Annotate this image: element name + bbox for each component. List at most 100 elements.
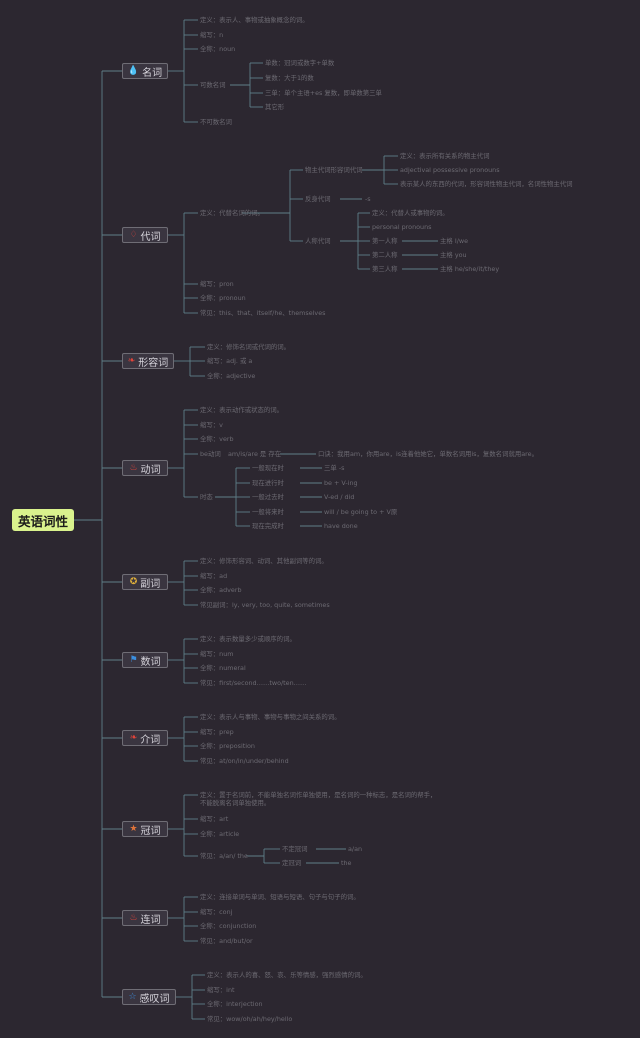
leaf-text: 可数名词 <box>200 81 226 89</box>
leaf-text: 全称：adverb <box>200 586 242 594</box>
leaf-text: 定义：表示人与事物、事物与事物之间关系的词。 <box>200 713 341 721</box>
leaf-text: 主格 I/we <box>440 237 469 245</box>
leaf-text: -s <box>365 195 371 203</box>
category-numeral[interactable]: ⚑ 数词 <box>122 652 168 668</box>
tree-icon: ❧ <box>127 355 136 366</box>
leaf-text: 其它形 <box>265 103 285 111</box>
leaf-text: be动词 <box>200 450 221 458</box>
category-verb[interactable]: ♨ 动词 <box>122 460 168 476</box>
leaf-text: 缩写：pron <box>200 280 234 288</box>
leaf-text: 物主代词形容词代词 <box>305 166 363 174</box>
leaf-text: 不可数名词 <box>200 118 232 126</box>
leaf-text: 定义：修饰名词或代词的词。 <box>207 343 291 351</box>
leaf-text: am/is/are 是 存在 <box>228 450 282 458</box>
leaf-text: 定义：代替名词的词。 <box>200 209 264 217</box>
leaf-text: a/an <box>348 845 363 853</box>
leaf-text: 常见：a/an/ the <box>200 852 248 860</box>
category-adjective[interactable]: ❧ 形容词 <box>122 353 174 369</box>
leaf-text: 全称：article <box>200 830 240 838</box>
leaf-text: have done <box>324 522 358 530</box>
leaf-text: 表示某人的东西的代词，形容词性物主代词，名词性物主代词 <box>400 180 573 188</box>
leaf-text: 缩写：art <box>200 815 229 823</box>
leaf-text: 定义：置于名词前，不能单独名词作单独使用，是名词的一种标志，是名词的帮手，不能脱… <box>200 791 437 807</box>
leaf-text: personal pronouns <box>372 223 432 231</box>
flag-icon: ⚑ <box>129 654 138 665</box>
leaf-text: 常见：this、that、itself/he、themselves <box>200 309 326 317</box>
leaf-text: 全称：numeral <box>200 664 246 672</box>
category-label: 动词 <box>140 464 161 476</box>
leaf-text: 常见副词：ly, very, too, quite, sometimes <box>200 601 330 609</box>
leaf-text: the <box>341 859 352 867</box>
leaf-text: 三单：单个主语+es 复数，即单数第三单 <box>265 89 382 97</box>
leaf-text: 第三人称 <box>372 265 398 273</box>
root-node[interactable]: 英语词性 <box>12 509 74 531</box>
leaf-text: 定义：表示动作或状态的词。 <box>200 406 284 414</box>
category-preposition[interactable]: ❧ 介词 <box>122 730 168 746</box>
leaf-text: 定义：表示人、事物或抽象概念的词。 <box>200 16 309 24</box>
category-interjection[interactable]: ☆ 感叹词 <box>122 989 176 1005</box>
leaf-text: 定义：连接单词与单词、短语与短语、句子与句子的词。 <box>200 893 360 901</box>
leaf-text: 缩写：adj. 或 a <box>207 357 253 365</box>
leaf-text: 定冠词 <box>282 859 302 867</box>
leaf-text: 一般现在时 <box>252 464 284 472</box>
leaf-text: 主格 you <box>440 251 467 259</box>
category-conjunction[interactable]: ♨ 连词 <box>122 910 168 926</box>
leaf-text: 第二人称 <box>372 251 398 259</box>
category-label: 名词 <box>142 67 163 79</box>
leaf-text: 现在完成时 <box>252 522 284 530</box>
tree-icon: ❧ <box>129 732 138 743</box>
leaf-text: 定义：修饰形容词、动词、其他副词等的词。 <box>200 557 328 565</box>
category-noun[interactable]: 💧 名词 <box>122 63 168 79</box>
leaf-text: 主格 he/she/it/they <box>440 265 500 273</box>
leaf-text: 定义：表示数量多少或顺序的词。 <box>200 635 296 643</box>
category-adverb[interactable]: ✪ 副词 <box>122 574 168 590</box>
category-label: 介词 <box>140 734 161 746</box>
leaf-text: 常见：at/on/in/under/behind <box>200 757 289 765</box>
leaf-text: be + V-ing <box>324 479 358 487</box>
leaf-text: 人称代词 <box>305 237 331 245</box>
star-icon: ★ <box>129 823 138 834</box>
leaf-text: V-ed / did <box>324 493 355 501</box>
leaf-text: 缩写：conj <box>200 908 233 916</box>
category-label: 感叹词 <box>139 993 170 1005</box>
leaf-text: 三单 -s <box>324 464 345 472</box>
leaf-text: 定义：表示人的喜、怒、哀、乐等情感，强烈感情的词。 <box>207 971 367 979</box>
leaf-text: 反身代词 <box>305 195 331 203</box>
leaf-text: 全称：interjection <box>207 1000 263 1008</box>
category-label: 数词 <box>140 656 161 668</box>
leaf-text: adjectival possessive pronouns <box>400 166 500 174</box>
leaf-text: 缩写：prep <box>200 728 234 736</box>
leaf-text: 口诀：我用am，你用are，is连着他她它，单数名词用is，复数名词就用are。 <box>318 450 538 458</box>
water-drop-icon: 💧 <box>127 65 140 76</box>
leaf-text: 常见：first/second……two/ten…… <box>200 679 307 687</box>
leaf-text: 定义：表示所有关系的物主代词 <box>400 152 490 160</box>
leaf-text: 缩写：ad <box>200 572 228 580</box>
category-article[interactable]: ★ 冠词 <box>122 821 168 837</box>
category-label: 副词 <box>140 578 161 590</box>
leaf-text: 全称：noun <box>200 45 236 53</box>
leaf-text: 缩写：n <box>200 31 224 39</box>
leaf-text: 复数：大于1的数 <box>265 74 314 82</box>
leaf-text: 缩写：v <box>200 421 223 429</box>
star-outline-icon: ☆ <box>128 991 137 1002</box>
category-label: 冠词 <box>140 825 161 837</box>
category-label: 连词 <box>140 914 161 926</box>
category-pronoun[interactable]: ♢ 代词 <box>122 227 168 243</box>
category-label: 代词 <box>140 231 161 243</box>
leaf-text: 全称：verb <box>200 435 234 443</box>
leaf-text: 常见：and/but/or <box>200 937 253 945</box>
leaf-text: 第一人称 <box>372 237 398 245</box>
medal-icon: ✪ <box>129 576 138 587</box>
leaf-text: 时态 <box>200 493 213 501</box>
leaf-text: will / be going to + V原 <box>324 508 398 516</box>
leaf-text: 全称：conjunction <box>200 922 257 930</box>
leaf-text: 不定冠词 <box>282 845 308 853</box>
leaf-text: 全称：adjective <box>207 372 256 380</box>
leaf-text: 一般将来时 <box>252 508 284 516</box>
leaf-text: 现在进行时 <box>252 479 284 487</box>
flame-icon: ♨ <box>129 912 138 923</box>
leaf-text: 全称：pronoun <box>200 294 246 302</box>
category-label: 形容词 <box>138 357 169 369</box>
leaf-text: 定义：代替人或事物的词。 <box>372 209 449 217</box>
